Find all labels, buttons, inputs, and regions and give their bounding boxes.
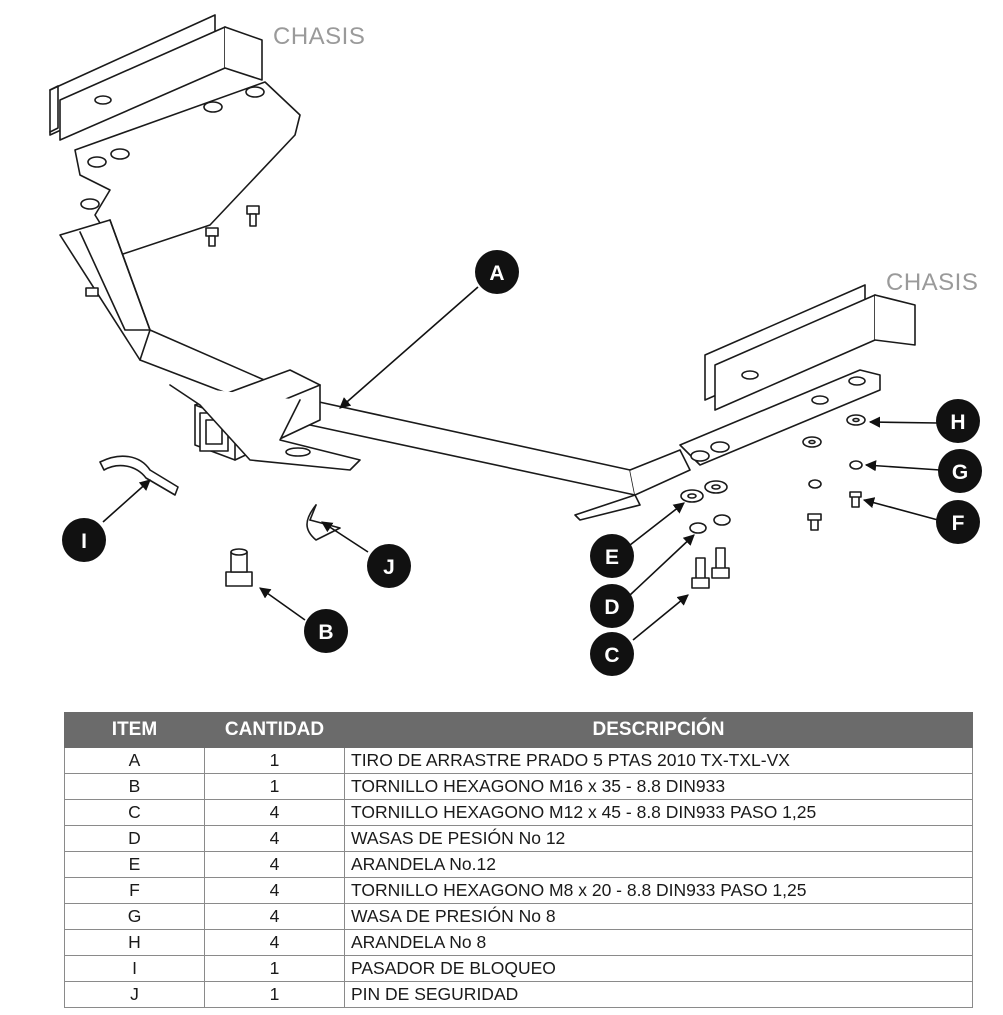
cell-desc: WASA DE PRESIÓN No 8 [344, 903, 973, 930]
cell-desc: TORNILLO HEXAGONO M12 x 45 - 8.8 DIN933 … [344, 799, 973, 826]
left-bracket-bolts [85, 205, 260, 297]
table-row: I 1 PASADOR DE BLOQUEO [64, 955, 973, 982]
bolts-c-part [691, 547, 730, 589]
table-row: B 1 TORNILLO HEXAGONO M16 x 35 - 8.8 DIN… [64, 773, 973, 800]
cell-item: J [64, 981, 205, 1008]
table-row: A 1 TIRO DE ARRASTRE PRADO 5 PTAS 2010 T… [64, 747, 973, 774]
lock-washers-d-part [689, 514, 731, 534]
table-row: G 4 WASA DE PRESIÓN No 8 [64, 903, 973, 930]
cell-item: F [64, 877, 205, 904]
leader-i [102, 479, 151, 523]
cell-qty: 1 [204, 981, 345, 1008]
callout-h: H [936, 399, 980, 443]
cell-item: A [64, 747, 205, 774]
safety-pin-part [306, 504, 341, 541]
leader-b [259, 587, 306, 621]
leader-h [868, 416, 939, 428]
leader-j [321, 521, 369, 553]
table-header-row: ITEM CANTIDAD DESCRIPCIÓN [64, 712, 973, 748]
leader-f [862, 497, 939, 521]
cell-desc: PASADOR DE BLOQUEO [344, 955, 973, 982]
callout-c-letter: C [604, 644, 619, 667]
leader-a [339, 286, 479, 409]
callout-h-letter: H [950, 411, 965, 434]
leader-g [864, 460, 941, 472]
bolt-b-part [225, 548, 253, 587]
cell-qty: 1 [204, 773, 345, 800]
leader-c [632, 594, 689, 641]
cell-item: D [64, 825, 205, 852]
callout-i: I [62, 518, 106, 562]
callout-a-letter: A [489, 262, 504, 285]
callout-i-letter: I [81, 530, 87, 553]
table-row: E 4 ARANDELA No.12 [64, 851, 973, 878]
cell-qty: 4 [204, 825, 345, 852]
cell-desc: TORNILLO HEXAGONO M8 x 20 - 8.8 DIN933 P… [344, 877, 973, 904]
washers-h-part [802, 414, 866, 448]
cell-desc: WASAS DE PESIÓN No 12 [344, 825, 973, 852]
callout-d: D [590, 584, 634, 628]
washers-e-part [680, 480, 728, 503]
callout-f-letter: F [952, 512, 965, 535]
receiver-gusset [169, 384, 361, 471]
header-desc: DESCRIPCIÓN [344, 712, 973, 748]
parts-table: ITEM CANTIDAD DESCRIPCIÓN A 1 TIRO DE AR… [64, 712, 973, 1008]
cell-item: H [64, 929, 205, 956]
callout-g: G [938, 449, 982, 493]
cell-desc: PIN DE SEGURIDAD [344, 981, 973, 1008]
callout-b: B [304, 609, 348, 653]
callout-b-letter: B [318, 621, 333, 644]
callout-e: E [590, 534, 634, 578]
callout-j-letter: J [383, 556, 395, 579]
right-bracket-plate [679, 369, 881, 466]
cell-desc: TIRO DE ARRASTRE PRADO 5 PTAS 2010 TX-TX… [344, 747, 973, 774]
cell-desc: ARANDELA No 8 [344, 929, 973, 956]
cell-qty: 4 [204, 851, 345, 878]
table-row: J 1 PIN DE SEGURIDAD [64, 981, 973, 1008]
header-qty: CANTIDAD [204, 712, 345, 748]
cell-item: I [64, 955, 205, 982]
right-chassis-rail [704, 284, 916, 411]
chasis-label-right: CHASIS [886, 269, 978, 296]
cell-item: E [64, 851, 205, 878]
callout-c: C [590, 632, 634, 676]
cell-item: C [64, 799, 205, 826]
cell-qty: 1 [204, 747, 345, 774]
callout-j: J [367, 544, 411, 588]
table-row: D 4 WASAS DE PESIÓN No 12 [64, 825, 973, 852]
cell-desc: ARANDELA No.12 [344, 851, 973, 878]
table-row: H 4 ARANDELA No 8 [64, 929, 973, 956]
callout-f: F [936, 500, 980, 544]
locking-pin-part [99, 455, 179, 496]
hitch-assembly-diagram: CHASIS CHASIS [49, 14, 982, 676]
chasis-label-left: CHASIS [273, 23, 365, 50]
table-row: C 4 TORNILLO HEXAGONO M12 x 45 - 8.8 DIN… [64, 799, 973, 826]
parts-table-container: ITEM CANTIDAD DESCRIPCIÓN A 1 TIRO DE AR… [64, 712, 973, 1008]
left-bracket-plate [74, 81, 301, 256]
leader-d [629, 534, 695, 596]
cell-qty: 4 [204, 877, 345, 904]
callout-d-letter: D [604, 596, 619, 619]
callout-a: A [475, 250, 519, 294]
cell-item: B [64, 773, 205, 800]
header-item: ITEM [64, 712, 205, 748]
callout-g-letter: G [952, 461, 968, 484]
main-crossbar [59, 219, 691, 521]
cell-qty: 4 [204, 799, 345, 826]
leader-e [629, 502, 685, 546]
lock-washers-g-part [808, 460, 863, 489]
cell-desc: TORNILLO HEXAGONO M16 x 35 - 8.8 DIN933 [344, 773, 973, 800]
cell-item: G [64, 903, 205, 930]
bolts-f-part [807, 491, 862, 531]
callout-e-letter: E [605, 546, 619, 569]
left-chassis-rail [49, 14, 263, 141]
cell-qty: 1 [204, 955, 345, 982]
cell-qty: 4 [204, 903, 345, 930]
table-row: F 4 TORNILLO HEXAGONO M8 x 20 - 8.8 DIN9… [64, 877, 973, 904]
cell-qty: 4 [204, 929, 345, 956]
